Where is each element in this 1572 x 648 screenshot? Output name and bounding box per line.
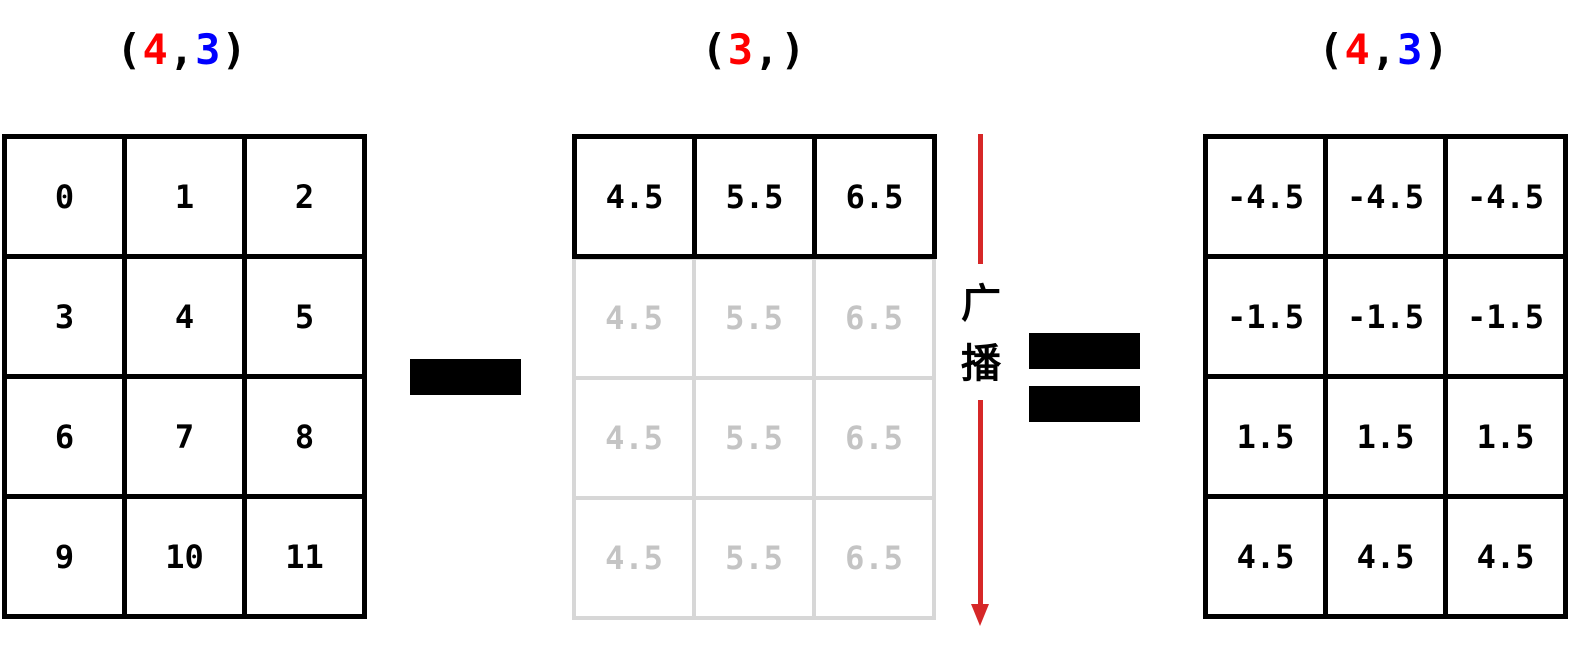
ghost-cell: 6.5 [812, 496, 936, 620]
result-cell: -1.5 [1203, 254, 1328, 379]
result-cell: 1.5 [1203, 374, 1328, 499]
paren-close: ) [780, 25, 807, 74]
matrix-cell: 5 [242, 254, 367, 379]
result-cell: -4.5 [1323, 134, 1448, 259]
ghost-cell: 5.5 [692, 496, 816, 620]
broadcast-label-1: 广 [961, 281, 1001, 327]
matrix-cell: 9 [2, 494, 127, 619]
broadcast-arrow-head [971, 604, 989, 626]
paren-close: ) [1423, 25, 1450, 74]
dim1: 3 [1397, 25, 1424, 74]
ghost-cell: 6.5 [812, 376, 936, 500]
ghost-cell: 4.5 [572, 496, 696, 620]
result-cell: -1.5 [1443, 254, 1568, 379]
matrix-cell: 4 [122, 254, 247, 379]
result-cell: 1.5 [1443, 374, 1568, 499]
vector-cell: 4.5 [572, 134, 697, 259]
dim0: 4 [142, 25, 169, 74]
broadcast-arrow-top [978, 134, 983, 264]
ghost-cell: 4.5 [572, 376, 696, 500]
result-cell: 4.5 [1443, 494, 1568, 619]
left-shape-label: (4,3) [112, 22, 252, 78]
equals-bottom-bar [1029, 386, 1140, 422]
result-cell: -1.5 [1323, 254, 1448, 379]
ghost-cell: 5.5 [692, 376, 816, 500]
result-cell: -4.5 [1203, 134, 1328, 259]
matrix-cell: 10 [122, 494, 247, 619]
comma: , [1370, 25, 1398, 74]
matrix-cell: 6 [2, 374, 127, 499]
matrix-cell: 7 [122, 374, 247, 499]
comma: , [168, 25, 196, 74]
vector-cell: 5.5 [692, 134, 817, 259]
broadcast-ghost-rows: 4.5 5.5 6.5 4.5 5.5 6.5 4.5 5.5 6.5 [572, 256, 936, 620]
matrix-cell: 0 [2, 134, 127, 259]
left-matrix: 0 1 2 3 4 5 6 7 8 9 10 11 [2, 134, 367, 619]
result-cell: 1.5 [1323, 374, 1448, 499]
middle-shape-label: (3,) [684, 22, 824, 78]
middle-vector: 4.5 5.5 6.5 [572, 134, 937, 259]
matrix-cell: 11 [242, 494, 367, 619]
result-cell: 4.5 [1203, 494, 1328, 619]
equals-top-bar [1029, 333, 1140, 369]
result-cell: -4.5 [1443, 134, 1568, 259]
comma: , [754, 25, 781, 74]
paren-open: ( [116, 25, 143, 74]
right-shape-label: (4,3) [1314, 22, 1454, 78]
paren-open: ( [701, 25, 728, 74]
dim0: 3 [727, 25, 754, 74]
dim1: 3 [195, 25, 222, 74]
matrix-cell: 1 [122, 134, 247, 259]
minus-sign [410, 359, 521, 395]
broadcast-label-2: 播 [961, 341, 1001, 387]
ghost-cell: 6.5 [812, 256, 936, 380]
matrix-cell: 3 [2, 254, 127, 379]
broadcast-arrow-bottom [978, 400, 983, 606]
result-cell: 4.5 [1323, 494, 1448, 619]
result-matrix: -4.5 -4.5 -4.5 -1.5 -1.5 -1.5 1.5 1.5 1.… [1203, 134, 1568, 619]
matrix-cell: 2 [242, 134, 367, 259]
vector-cell: 6.5 [812, 134, 937, 259]
matrix-cell: 8 [242, 374, 367, 499]
ghost-cell: 5.5 [692, 256, 816, 380]
ghost-cell: 4.5 [572, 256, 696, 380]
paren-open: ( [1318, 25, 1345, 74]
dim0: 4 [1344, 25, 1371, 74]
paren-close: ) [221, 25, 248, 74]
